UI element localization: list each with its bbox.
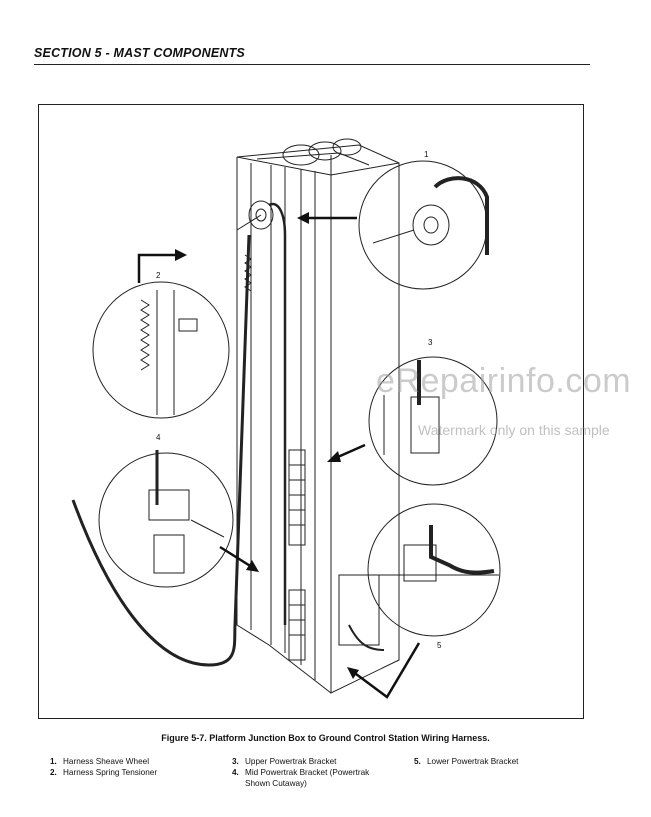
legend-col-2: 3. Upper Powertrak Bracket 4. Mid Powert… bbox=[232, 756, 369, 789]
powertrak-chain bbox=[288, 449, 306, 661]
legend-item: 4. Mid Powertrak Bracket (Powertrak Show… bbox=[232, 768, 370, 788]
top-sheave bbox=[282, 144, 320, 166]
harness-sheave-wheel bbox=[248, 200, 274, 230]
mast-illustration: 1 2 3 4 5 bbox=[71, 138, 501, 699]
arrow-5 bbox=[351, 642, 421, 699]
callout-5: 5 bbox=[437, 641, 442, 650]
legend-col-1: 1. Harness Sheave Wheel 2. Harness Sprin… bbox=[50, 756, 157, 778]
legend-item: 5. Lower Powertrak Bracket bbox=[414, 757, 519, 766]
watermark: eRepairinfo.com bbox=[376, 362, 632, 400]
mast-outline bbox=[236, 144, 400, 694]
wiring-harness bbox=[268, 202, 287, 625]
callout-2: 2 bbox=[156, 271, 161, 280]
legend-col-3: 5. Lower Powertrak Bracket bbox=[414, 756, 518, 767]
detail-circle-3 bbox=[368, 356, 498, 486]
detail-circle-5 bbox=[367, 503, 501, 637]
callout-3: 3 bbox=[428, 338, 433, 347]
arrow-2 bbox=[137, 253, 181, 283]
section-header: SECTION 5 - MAST COMPONENTS bbox=[34, 44, 590, 65]
figure-caption: Figure 5-7. Platform Junction Box to Gro… bbox=[161, 733, 490, 743]
figure-frame: 1 2 3 4 5 bbox=[38, 104, 584, 719]
legend-item: 2. Harness Spring Tensioner bbox=[50, 768, 158, 777]
section-title: SECTION 5 - MAST COMPONENTS bbox=[34, 46, 245, 60]
callout-1: 1 bbox=[424, 150, 429, 159]
legend-item: 3. Upper Powertrak Bracket bbox=[232, 757, 337, 766]
detail-circle-2 bbox=[92, 281, 230, 419]
callout-4: 4 bbox=[156, 433, 161, 442]
watermark-subtext: Watermark only on this sample bbox=[418, 422, 610, 438]
legend-item: 1. Harness Sheave Wheel bbox=[50, 757, 150, 766]
detail-circle-4 bbox=[98, 452, 234, 588]
